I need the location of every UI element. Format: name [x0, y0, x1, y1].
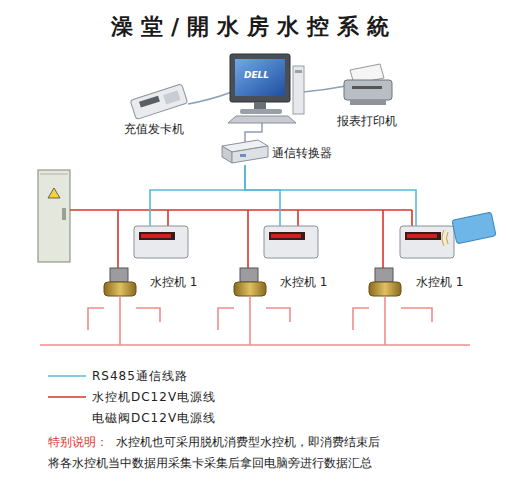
- power-line: [117, 210, 119, 268]
- power-line: [247, 210, 249, 268]
- note-block: 特别说明：水控机也可采用脱机消费型水控机，即消费结束后将各水控机当中数据用采集卡…: [48, 432, 388, 474]
- power-line: [297, 210, 299, 226]
- water-pipe: [88, 308, 104, 330]
- ic-card: [442, 230, 448, 246]
- water-controller: [271, 234, 301, 238]
- printer: [344, 64, 392, 105]
- card-issuer: [130, 84, 188, 120]
- data-cable: [188, 92, 232, 104]
- power-cabinet: [40, 174, 68, 175]
- rs485-line: [245, 165, 416, 226]
- ic-card: [442, 212, 496, 246]
- computer: [235, 59, 285, 96]
- power-line: [382, 210, 384, 268]
- water-pipe: [266, 308, 290, 322]
- controller-node: 水控机 1: [132, 226, 199, 292]
- computer: [293, 66, 304, 114]
- water-pipe: [401, 308, 432, 322]
- computer: [228, 54, 304, 123]
- legend-sample: [48, 396, 86, 398]
- water-controller: [405, 232, 441, 240]
- solenoid-valve: [234, 282, 266, 296]
- card-issuer: [139, 96, 160, 108]
- water-pipe: [353, 308, 369, 330]
- solenoid-valve: [375, 268, 393, 282]
- computer: [295, 70, 302, 73]
- diagram-title: 澡堂/開水房水控系統: [0, 12, 508, 42]
- water-pipe: [40, 296, 470, 345]
- printer: [352, 86, 382, 89]
- converter-device: [232, 146, 268, 163]
- solenoid-valve: [104, 268, 401, 296]
- device-label: 报表打印机: [337, 113, 397, 129]
- water-controller: [134, 226, 454, 258]
- water-pipe: [119, 296, 121, 345]
- power-cabinet: [48, 188, 60, 198]
- rs485-line: [150, 165, 245, 226]
- rs485-line: [245, 165, 280, 226]
- data-cable: [303, 86, 346, 92]
- card-issuer: [130, 84, 188, 120]
- device-label: 通信转换器: [272, 145, 332, 161]
- computer: [230, 54, 290, 102]
- device-label: 水控机 1: [150, 274, 197, 290]
- power-cabinet: [38, 170, 70, 262]
- water-controller: [264, 226, 318, 258]
- water-pipe: [249, 296, 251, 345]
- device-node: 报表打印机: [337, 113, 397, 129]
- water-pipe: [136, 308, 160, 322]
- water-pipe: [384, 296, 386, 345]
- device-node: 通信转换器: [220, 141, 332, 165]
- computer: [228, 116, 296, 123]
- converter-device: [240, 154, 246, 157]
- legend-entry: RS485通信线路: [92, 368, 188, 384]
- power-line: [70, 209, 412, 211]
- water-controller: [134, 226, 188, 258]
- solenoid-valve: [240, 268, 258, 282]
- power-line: [70, 210, 412, 268]
- device-label: 充值发卡机: [124, 121, 184, 137]
- water-controller: [407, 234, 437, 238]
- controller-node: 水控机 1: [398, 226, 465, 292]
- device-label: 水控机 1: [280, 274, 327, 290]
- water-controller: [269, 232, 305, 240]
- water-controller: [139, 232, 175, 240]
- power-cabinet: [38, 170, 70, 262]
- water-pipe: [40, 344, 470, 346]
- solenoid-valve: [369, 282, 401, 296]
- note-heading: 特别说明：: [48, 435, 108, 449]
- water-controller: [400, 226, 454, 258]
- converter-device: [222, 140, 268, 163]
- power-line: [411, 210, 413, 226]
- device-node: 充值发卡机: [124, 121, 184, 137]
- power-cabinet: [62, 208, 66, 220]
- legend-entry: 电磁阀DC12V电源线: [92, 410, 216, 426]
- water-pipe: [218, 308, 234, 330]
- ic-card: [452, 212, 496, 244]
- legend-sample: [48, 375, 86, 377]
- water-controller: [141, 234, 171, 238]
- printer: [344, 80, 392, 100]
- controller-node: 水控机 1: [262, 226, 329, 292]
- printer: [350, 100, 386, 105]
- converter-device: [222, 146, 232, 163]
- power-line: [167, 210, 169, 226]
- solenoid-valve: [110, 268, 128, 282]
- card-issuer: [163, 90, 180, 104]
- brand-mark: DELL: [244, 70, 269, 80]
- device-label: 水控机 1: [416, 274, 463, 290]
- legend-sample: [48, 376, 86, 397]
- solenoid-valve: [104, 282, 136, 296]
- computer: [254, 102, 266, 109]
- computer: [240, 109, 282, 114]
- legend-entry: 水控机DC12V电源线: [92, 389, 216, 405]
